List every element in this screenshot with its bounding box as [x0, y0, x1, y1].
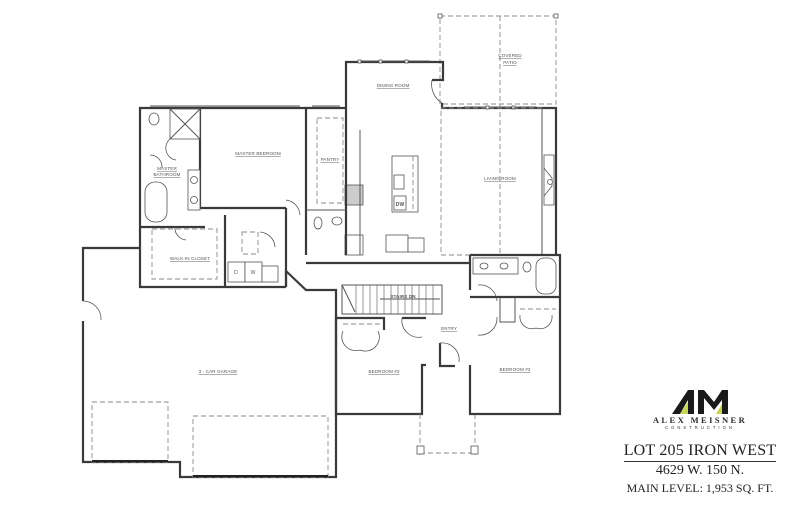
- master-suite: MASTER BEDROOM MASTER BATHROOM WALK-IN C…: [138, 105, 306, 289]
- brand-sub: CONSTRUCTION: [665, 425, 735, 430]
- dining-room: DINING ROOM: [344, 59, 445, 108]
- room-label-walk-in-closet: WALK-IN CLOSET: [170, 256, 210, 261]
- kitchen: DW: [344, 130, 425, 256]
- address: 4629 W. 150 N.: [655, 463, 745, 478]
- dishwasher-label: DW: [396, 202, 405, 208]
- room-label-pantry: PANTRY: [321, 157, 340, 162]
- washer-label: W: [251, 270, 256, 276]
- room-label-dining-room: DINING ROOM: [377, 83, 410, 88]
- room-label-master-bathroom: MASTER: [157, 166, 177, 171]
- brand-name: ALEX MEISNER: [652, 415, 748, 425]
- covered-patio: COVERED PATIO: [437, 13, 559, 255]
- room-label-garage: 3 - CAR GARAGE: [199, 369, 238, 374]
- bedroom-3: BEDROOM #3: [334, 314, 426, 416]
- dryer-label: D: [234, 270, 238, 276]
- room-label-living-room: LIVING ROOM: [484, 176, 516, 181]
- room-label-covered-patio: COVERED: [498, 53, 522, 58]
- room-label-master-bedroom: MASTER BEDROOM: [235, 151, 281, 156]
- room-label-stairs: STAIRS DN: [390, 294, 416, 299]
- room-label-master-bathroom-2: BATHROOM: [153, 172, 180, 177]
- room-label-bedroom-2: BEDROOM #2: [499, 367, 530, 372]
- living-room: LIVING ROOM: [440, 103, 558, 256]
- stairs: STAIRS DN: [306, 261, 470, 315]
- room-label-entry: ENTRY: [441, 326, 457, 331]
- bedroom-2: BEDROOM #2: [468, 253, 562, 416]
- main-level-area: MAIN LEVEL: 1,953 SQ. FT.: [626, 481, 774, 495]
- entry: ENTRY: [416, 326, 479, 455]
- room-label-covered-patio-2: PATIO: [503, 60, 517, 65]
- garage: 3 - CAR GARAGE: [81, 246, 338, 479]
- pantry: PANTRY: [304, 105, 348, 255]
- lot-title: LOT 205 IRON WEST: [623, 442, 777, 462]
- room-label-bedroom-3: BEDROOM #3: [368, 369, 399, 374]
- title-block: ALEX MEISNER CONSTRUCTION LOT 205 IRON W…: [612, 386, 788, 496]
- company-logo-icon: [672, 390, 728, 414]
